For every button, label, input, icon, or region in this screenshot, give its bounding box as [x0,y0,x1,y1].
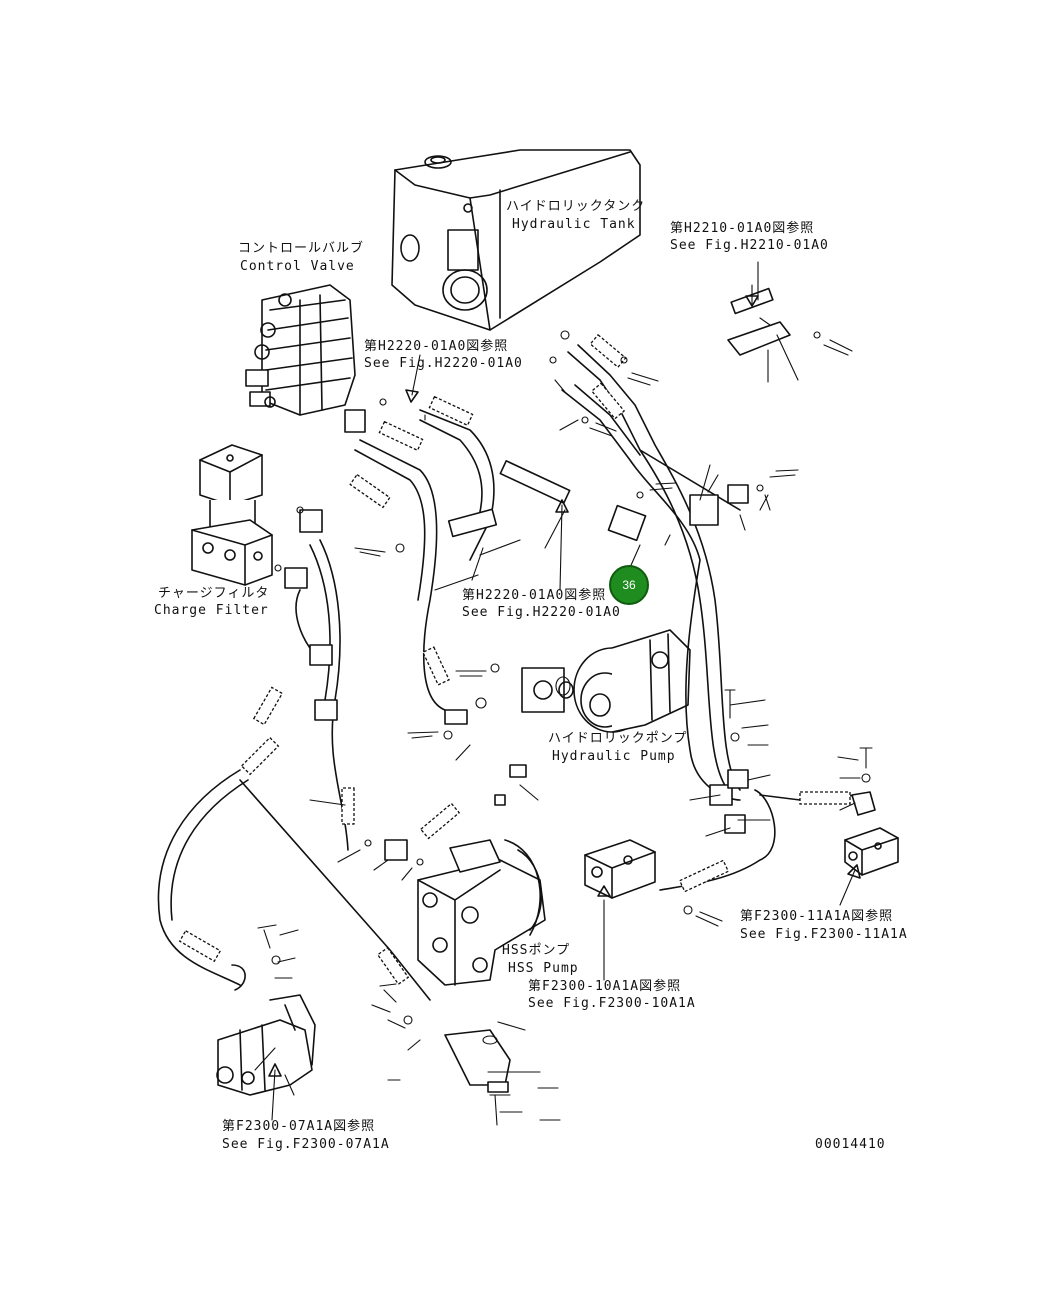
junction-blocks [584,791,899,899]
leader-lines [254,261,861,1121]
control-valve [245,284,356,416]
ref-h2220-middle-jp: 第H2220-01A0図参照 [462,587,606,603]
ref-f2300-07a1a-jp: 第F2300-07A1A図参照 [222,1118,375,1134]
charge-filter-label-en: Charge Filter [154,603,269,618]
control-valve-label-jp: コントロールバルブ [238,240,364,256]
ref-h2210-en: See Fig.H2210-01A0 [670,238,829,253]
ref-f2300-10a1a-jp: 第F2300-10A1A図参照 [528,978,681,994]
drawing-number: 00014410 [815,1137,886,1152]
control-valve-label-en: Control Valve [240,259,355,274]
ref-f2300-11a1a-jp: 第F2300-11A1A図参照 [740,908,893,924]
ref-h2220-upper-en: See Fig.H2220-01A0 [364,356,523,371]
ref-h2210-jp: 第H2210-01A0図参照 [670,220,814,236]
flanges-and-clamps [231,287,873,1126]
hydraulic-pump-label-jp: ハイドロリックポンプ [548,731,687,746]
callout-36-badge[interactable]: 36 [609,565,649,605]
ref-f2300-10a1a-en: See Fig.F2300-10A1A [528,996,696,1011]
ref-f2300-07a1a-en: See Fig.F2300-07A1A [222,1137,390,1152]
hss-pump [417,839,546,986]
hydraulic-tank-label-jp: ハイドロリックタンク [506,199,645,214]
hoses [157,344,861,1001]
charge-filter-label-jp: チャージフィルタ [158,586,269,601]
text-labels: ハイドロリックタンク Hydraulic Tank 第H2210-01A0図参照… [154,199,908,1152]
callout-36-number: 36 [622,578,636,592]
hydraulic-pump [521,629,691,733]
ref-h2220-upper-jp: 第H2220-01A0図参照 [364,338,508,354]
hss-pump-label-jp: HSSポンプ [502,943,570,958]
hydraulic-tank-label-en: Hydraulic Tank [512,217,636,232]
ref-f2300-11a1a-en: See Fig.F2300-11A1A [740,927,908,942]
hss-pump-label-en: HSS Pump [508,961,579,976]
hydraulic-tank [391,149,641,331]
charge-filter [191,444,273,586]
hose-fittings [178,333,851,986]
gear-pump-lower-left [216,994,316,1096]
ref-h2220-middle-en: See Fig.H2220-01A0 [462,605,621,620]
callout-36-circle[interactable] [609,565,649,605]
hydraulic-pump-label-en: Hydraulic Pump [552,749,676,764]
